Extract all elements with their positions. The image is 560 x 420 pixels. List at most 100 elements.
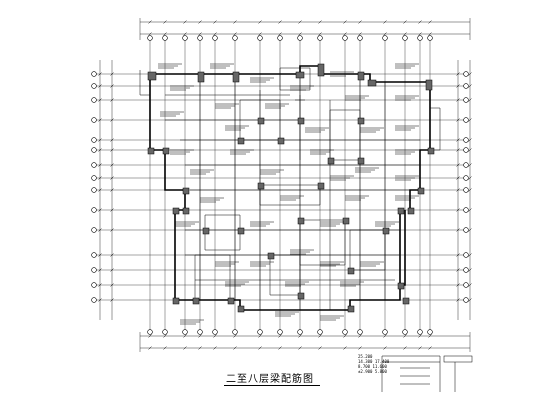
column — [327, 157, 335, 165]
axis-bubble — [402, 329, 408, 335]
axis-bubble — [197, 35, 203, 41]
column — [407, 207, 415, 215]
tick — [403, 346, 407, 350]
axis-bubble — [417, 35, 423, 41]
tick — [258, 346, 262, 350]
columns-and-walls — [147, 63, 435, 313]
tick — [383, 334, 387, 338]
tick — [198, 20, 202, 24]
tick — [456, 84, 460, 88]
tick — [428, 346, 432, 350]
tick — [233, 346, 237, 350]
floor-elevation-table: 25.200 14.300 17.400 8.700 11.600 ±2.900… — [358, 354, 389, 374]
column — [257, 182, 265, 190]
tick — [110, 253, 114, 257]
tick — [98, 283, 102, 287]
column — [342, 217, 350, 225]
axis-bubble — [91, 297, 97, 303]
tick — [358, 20, 362, 24]
axis-bubble — [357, 329, 363, 335]
tick — [403, 334, 407, 338]
column — [237, 305, 245, 313]
column — [162, 147, 170, 155]
tick — [98, 253, 102, 257]
axis-bubble — [182, 35, 188, 41]
tick — [98, 84, 102, 88]
tick — [258, 20, 262, 24]
axis-bubble — [463, 252, 469, 258]
tick — [98, 188, 102, 192]
tick — [110, 138, 114, 142]
tick — [298, 334, 302, 338]
tick — [148, 20, 152, 24]
tick — [298, 32, 302, 36]
tick — [98, 148, 102, 152]
tick — [110, 228, 114, 232]
column — [202, 227, 210, 235]
tick — [456, 188, 460, 192]
tick — [468, 98, 472, 102]
tick — [468, 148, 472, 152]
axis-bubble — [147, 329, 153, 335]
axis-bubble — [342, 329, 348, 335]
column — [317, 63, 325, 77]
axis-bubble — [91, 147, 97, 153]
axis-bubble — [427, 329, 433, 335]
axis-bubble — [91, 252, 97, 258]
tick — [198, 346, 202, 350]
tick — [298, 20, 302, 24]
axis-bubble — [232, 35, 238, 41]
tick — [456, 176, 460, 180]
tick — [468, 176, 472, 180]
tick — [468, 268, 472, 272]
axis-bubble — [382, 35, 388, 41]
tick — [148, 346, 152, 350]
tick — [418, 346, 422, 350]
tick — [468, 138, 472, 142]
tick — [403, 32, 407, 36]
axis-bubble — [91, 71, 97, 77]
dimension-ticks — [98, 20, 472, 350]
tick — [318, 32, 322, 36]
tick — [318, 20, 322, 24]
column — [172, 207, 180, 215]
axis-bubble — [91, 137, 97, 143]
axis-bubbles — [91, 35, 469, 335]
elevation-row: 25.200 — [358, 354, 373, 359]
tick — [110, 98, 114, 102]
tick — [318, 334, 322, 338]
tick — [383, 20, 387, 24]
tick — [358, 334, 362, 338]
axis-bubble — [91, 187, 97, 193]
tick — [98, 176, 102, 180]
axis-bubble — [197, 329, 203, 335]
tick — [456, 283, 460, 287]
tick — [163, 20, 167, 24]
axis-bubble — [257, 329, 263, 335]
column — [297, 117, 305, 125]
tick — [110, 72, 114, 76]
axis-bubble — [91, 117, 97, 123]
axis-bubble — [463, 207, 469, 213]
axis-bubble — [277, 35, 283, 41]
tick — [343, 20, 347, 24]
tick — [98, 98, 102, 102]
column — [237, 137, 245, 145]
title-underline — [224, 385, 320, 386]
column — [197, 71, 205, 83]
axis-bubble — [91, 282, 97, 288]
column — [397, 282, 405, 290]
axis-bubble — [297, 329, 303, 335]
tick — [163, 334, 167, 338]
column — [182, 207, 190, 215]
tick — [213, 32, 217, 36]
axis-bubble — [357, 35, 363, 41]
tick — [468, 253, 472, 257]
top-dimension-lines — [139, 18, 471, 40]
axis-bubble — [417, 329, 423, 335]
tick — [418, 20, 422, 24]
tick — [278, 334, 282, 338]
tick — [98, 268, 102, 272]
elevation-row: 14.300 17.400 — [358, 359, 390, 364]
